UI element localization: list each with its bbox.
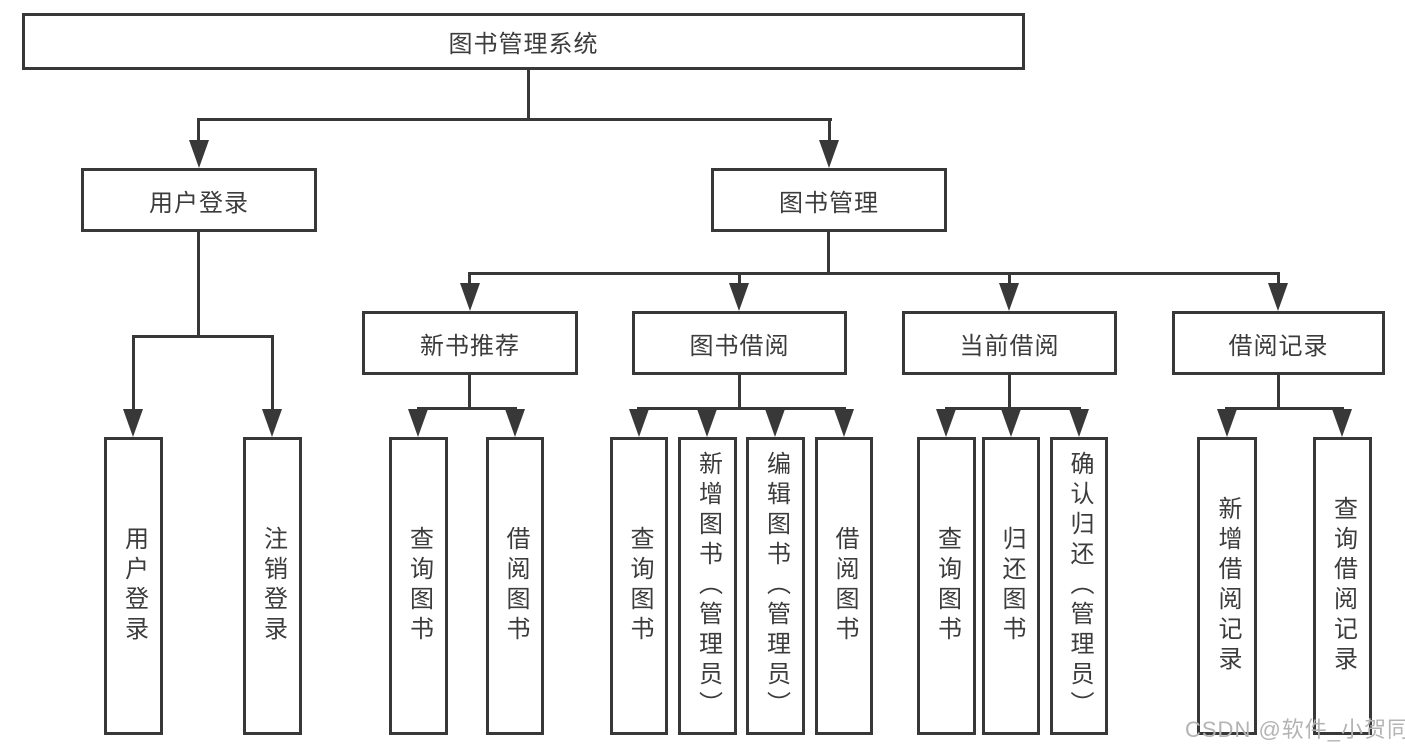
edge-current-borrowing-stem <box>1008 375 1011 410</box>
leaf-logout: 注销登录 <box>243 437 302 735</box>
arrow-down-icon <box>999 283 1019 311</box>
leaf-edit-books-admin: 编辑图书（管理员） <box>746 437 805 735</box>
node-label: 图书借阅 <box>689 332 790 360</box>
node-borrowing-records: 借阅记录 <box>1172 311 1385 375</box>
arrow-down-icon <box>123 409 143 437</box>
arrow-down-icon <box>1069 409 1089 437</box>
edge-book-borrowing-crossbar <box>637 407 846 410</box>
arrow-down-icon <box>460 283 480 311</box>
watermark: CSDN @软件_小贺同学 <box>1185 717 1405 742</box>
edge-to-new-book-recommendation <box>468 272 471 286</box>
edge-to-current-borrowing <box>1008 272 1011 286</box>
leaf-label: 借阅图书 <box>502 526 529 646</box>
leaf-label: 借阅图书 <box>831 526 858 646</box>
edge-to-borrowing-records <box>1277 272 1280 286</box>
arrow-down-icon <box>262 409 282 437</box>
edge-user-login-stem <box>197 232 200 338</box>
arrow-down-icon <box>1332 409 1352 437</box>
leaf-add-books-admin: 新增图书（管理员） <box>678 437 737 735</box>
edge-borrowing-records-stem <box>1277 375 1280 410</box>
node-current-borrowing: 当前借阅 <box>902 311 1117 375</box>
leaf-label: 新增图书（管理员） <box>694 451 722 721</box>
arrow-down-icon <box>629 409 649 437</box>
arrow-down-icon <box>834 409 854 437</box>
leaf-query-borrow-record: 查询借阅记录 <box>1313 437 1372 735</box>
leaf-borrow-books: 借阅图书 <box>815 437 873 735</box>
leaf-label: 新增借阅记录 <box>1214 496 1241 676</box>
leaf-borrow-books-recommend: 借阅图书 <box>486 437 544 735</box>
arrow-down-icon <box>1268 283 1288 311</box>
edge-to-book-management <box>828 118 831 144</box>
edge-root-stem <box>527 70 530 121</box>
leaf-return-books: 归还图书 <box>982 437 1040 735</box>
edge-to-leaf-user-login <box>132 335 135 413</box>
edge-current-borrowing-crossbar <box>945 407 1081 410</box>
edge-to-book-borrowing <box>738 272 741 286</box>
node-user-login: 用户登录 <box>81 168 317 232</box>
arrow-down-icon <box>697 409 717 437</box>
node-new-book-recommendation: 新书推荐 <box>362 311 578 375</box>
node-book-management: 图书管理 <box>711 168 947 232</box>
node-label: 新书推荐 <box>420 332 520 360</box>
edge-book-management-stem <box>827 232 830 275</box>
node-label: 当前借阅 <box>959 332 1060 360</box>
leaf-user-login: 用户登录 <box>104 437 163 735</box>
leaf-add-borrow-record: 新增借阅记录 <box>1197 437 1257 735</box>
leaf-label: 查询图书 <box>405 526 433 646</box>
node-label: 图书管理 <box>779 189 879 217</box>
arrow-down-icon <box>1217 409 1237 437</box>
arrow-down-icon <box>1001 409 1021 437</box>
leaf-query-books-recommend: 查询图书 <box>389 437 448 735</box>
leaf-label: 确认归还（管理员） <box>1066 451 1093 721</box>
node-label: 用户登录 <box>149 189 249 217</box>
arrow-down-icon <box>729 283 749 311</box>
arrow-down-icon <box>819 140 839 168</box>
leaf-query-books-borrowing: 查询图书 <box>610 437 668 735</box>
edge-new-book-crossbar <box>417 407 517 410</box>
leaf-label: 查询图书 <box>933 526 961 646</box>
node-label: 借阅记录 <box>1228 332 1329 360</box>
leaf-label: 归还图书 <box>998 526 1025 646</box>
edge-to-user-login <box>197 118 200 144</box>
edge-user-login-crossbar <box>132 335 274 338</box>
leaf-label: 查询图书 <box>626 526 653 646</box>
edge-root-crossbar <box>197 118 832 121</box>
leaf-label: 注销登录 <box>259 526 287 646</box>
leaf-query-books-current: 查询图书 <box>917 437 976 735</box>
arrow-down-icon <box>765 409 785 437</box>
edge-to-leaf-logout <box>271 335 274 413</box>
edge-book-management-crossbar <box>468 272 1280 275</box>
arrow-down-icon <box>505 409 525 437</box>
arrow-down-icon <box>189 140 209 168</box>
edge-borrowing-records-crossbar <box>1225 407 1344 410</box>
arrow-down-icon <box>408 409 428 437</box>
node-book-borrowing: 图书借阅 <box>632 311 847 375</box>
leaf-label: 用户登录 <box>120 526 148 646</box>
leaf-label: 编辑图书（管理员） <box>762 451 790 721</box>
arrow-down-icon <box>936 409 956 437</box>
leaf-confirm-return-admin: 确认归还（管理员） <box>1050 437 1108 735</box>
leaf-label: 查询借阅记录 <box>1329 496 1357 676</box>
node-library-management-system: 图书管理系统 <box>22 13 1025 70</box>
edge-new-book-stem <box>468 375 471 410</box>
node-label: 图书管理系统 <box>448 31 599 58</box>
edge-book-borrowing-stem <box>738 375 741 410</box>
